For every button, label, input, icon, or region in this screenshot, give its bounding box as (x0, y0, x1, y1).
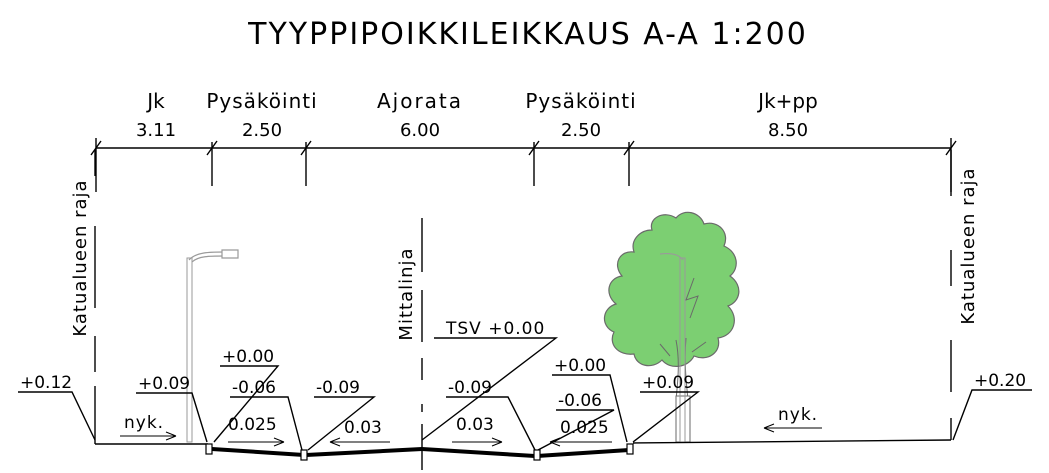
elevation-left-gutter: -0.09 (316, 378, 360, 398)
section-name-roadway: Ajorata (377, 89, 463, 113)
section-width-parking-right: 2.50 (561, 120, 601, 141)
section-name-parking-right: Pysäköinti (525, 89, 636, 113)
elevation-right-gutter: -0.09 (448, 378, 492, 398)
slope-right-road: 0.03 (456, 415, 494, 435)
elevation-leaders (18, 337, 1032, 451)
existing-label-right: nyk. (778, 405, 818, 425)
centerline: Mittalinja (396, 218, 423, 470)
elevation-left-park-mid: -0.06 (232, 378, 276, 398)
section-width-jk: 3.11 (136, 120, 176, 141)
street-light-icon (186, 249, 239, 443)
tsv-label: TSV +0.00 (445, 319, 545, 339)
ground-profile (95, 439, 952, 461)
existing-arrow-right (763, 423, 822, 433)
tree-icon (603, 211, 740, 443)
elevation-right-walk: +0.09 (642, 373, 694, 393)
elevation-left-park-top: +0.00 (222, 347, 274, 367)
elevation-right-park-mid: -0.06 (558, 391, 602, 411)
drawing-title: TYYPPIPOIKKILEIKKAUS A-A 1:200 (247, 17, 808, 52)
section-name-parking-left: Pysäköinti (206, 89, 317, 113)
centerline-label: Mittalinja (396, 247, 417, 340)
dimension-line (90, 138, 957, 192)
slope-arrows (228, 437, 612, 447)
boundary-label-left: Katualueen raja (70, 179, 91, 336)
existing-arrow-left (120, 431, 177, 441)
elevation-right-edge: +0.20 (974, 371, 1026, 391)
street-boundary-left: Katualueen raja (70, 150, 96, 444)
section-name-jk: Jk (145, 89, 165, 113)
section-width-parking-left: 2.50 (242, 120, 282, 141)
section-width-jk-pp: 8.50 (768, 120, 808, 141)
elevation-right-park-top: +0.00 (554, 356, 606, 376)
street-boundary-right: Katualueen raja (950, 150, 979, 440)
slope-left-road: 0.03 (344, 418, 382, 438)
slope-left-park: 0.025 (228, 415, 277, 435)
elevation-left-walk: +0.09 (138, 374, 190, 394)
slope-right-park: 0.025 (560, 418, 609, 438)
boundary-label-right: Katualueen raja (958, 167, 979, 324)
existing-label-left: nyk. (124, 413, 164, 433)
section-name-jk-pp: Jk+pp (756, 89, 818, 113)
elevation-left-edge: +0.12 (20, 373, 72, 393)
section-width-roadway: 6.00 (400, 120, 440, 141)
